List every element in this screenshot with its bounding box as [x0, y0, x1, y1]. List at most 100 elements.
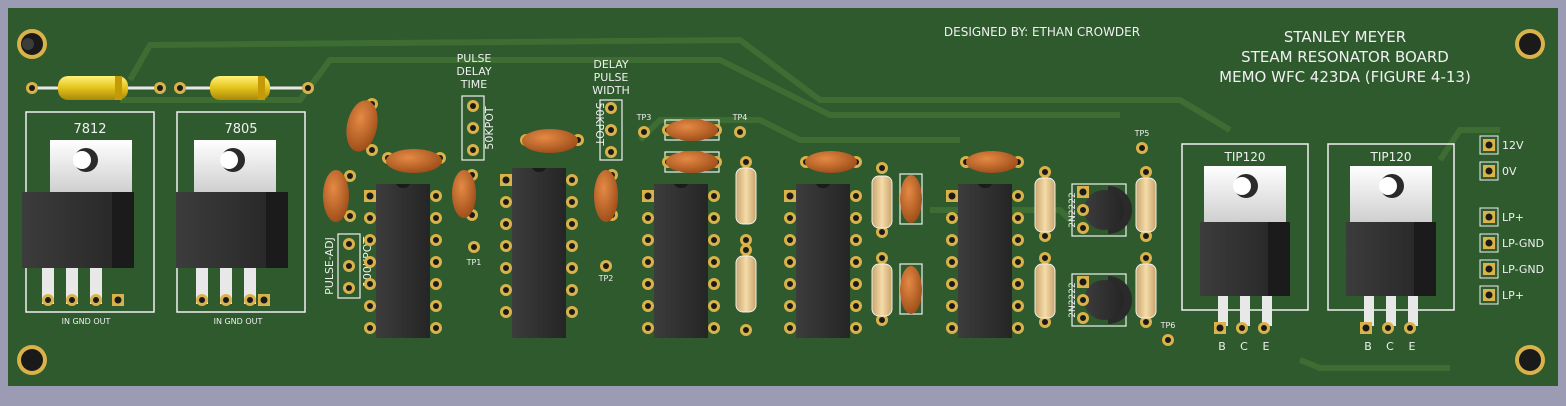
ic-pin	[364, 190, 376, 202]
ic-pin	[566, 174, 578, 186]
ic-pin	[500, 262, 512, 274]
svg-text:C: C	[1240, 340, 1248, 353]
svg-text:TP1: TP1	[466, 258, 482, 267]
ic-pin	[500, 218, 512, 230]
ic-pin	[850, 190, 862, 202]
diode-2	[174, 76, 314, 100]
small-transistor-1-label: 2N2222	[1068, 192, 1078, 227]
ic-pin	[364, 256, 376, 268]
ic-pin	[1012, 256, 1024, 268]
ic-pin	[784, 278, 796, 290]
ic-pin	[784, 256, 796, 268]
ic-pin	[708, 300, 720, 312]
tip120-2-label: TIP120	[1369, 150, 1411, 164]
ic-pin	[642, 190, 654, 202]
ic-pin	[364, 234, 376, 246]
ic-pin	[850, 256, 862, 268]
tp6: TP6	[1160, 321, 1175, 346]
ic-pin	[642, 212, 654, 224]
ic-pin	[708, 256, 720, 268]
ic-pin	[946, 322, 958, 334]
small-transistor-2-label: 2N2222	[1068, 282, 1078, 317]
ic-pin	[850, 300, 862, 312]
pulse-adj-caption: PULSE-ADJ	[323, 237, 336, 295]
ic-pin	[642, 278, 654, 290]
board-title-line-1: STANLEY MEYER	[1284, 28, 1406, 46]
ic-3	[654, 184, 708, 338]
ic-pin	[850, 212, 862, 224]
ic-pin	[566, 196, 578, 208]
ic-pin	[784, 212, 796, 224]
ic-pin	[430, 256, 442, 268]
test-points: TP1 TP2 TP3 TP4 TP5 TP6	[466, 113, 1175, 346]
pulse-delay-caption-1: PULSE	[457, 52, 492, 65]
ic-pin	[566, 218, 578, 230]
ic-pin	[642, 256, 654, 268]
pot-pulse-delay: PULSE DELAY TIME 50KPOT	[456, 52, 496, 161]
board-title-line-3: MEMO WFC 423DA (FIGURE 4-13)	[1219, 68, 1471, 86]
tp2: TP2	[598, 260, 614, 283]
diode-1	[26, 76, 166, 100]
ic-pin	[566, 284, 578, 296]
ic-pin	[708, 322, 720, 334]
pot-pulse-adj: PULSE-ADJ 100KPOT	[323, 233, 374, 299]
ic-pin	[850, 278, 862, 290]
ic-1	[376, 184, 430, 338]
pulse-delay-caption-3: TIME	[460, 78, 487, 91]
ic-pin	[1012, 190, 1024, 202]
ic-pin	[566, 262, 578, 274]
connectors: 12V 0V LP+ LP-GND LP-GND LP+	[1479, 135, 1544, 305]
pot-delay-width: DELAY PULSE WIDTH 50KPOT	[592, 58, 630, 161]
ic-pin	[946, 234, 958, 246]
ic-pin	[784, 322, 796, 334]
ic-pin	[364, 300, 376, 312]
resistors	[735, 156, 1157, 336]
svg-text:TP2: TP2	[598, 274, 614, 283]
delay-width-caption-1: DELAY	[593, 58, 628, 71]
ic-pin	[364, 322, 376, 334]
tip120-1: TIP120 B C E	[1181, 143, 1309, 353]
ic-pin	[566, 240, 578, 252]
regulator-7805-pins: IN GND OUT	[214, 317, 263, 326]
tp1: TP1	[466, 241, 482, 267]
tp4: TP4	[732, 113, 748, 138]
svg-text:B: B	[1364, 340, 1372, 353]
regulator-7805-label: 7805	[224, 122, 257, 137]
ic-pin	[946, 212, 958, 224]
ic-pin	[1012, 212, 1024, 224]
ic-2	[512, 168, 566, 338]
svg-text:0V: 0V	[1502, 165, 1517, 178]
svg-text:TP3: TP3	[636, 113, 652, 122]
regulator-7812-pins: IN GND OUT	[62, 317, 111, 326]
ic-pin	[850, 234, 862, 246]
ic-pin	[430, 322, 442, 334]
ic-pin	[1012, 322, 1024, 334]
ic-pin	[708, 234, 720, 246]
regulator-7812: 7812 IN GND OUT	[22, 111, 155, 326]
ic-4	[796, 184, 850, 338]
ic-pin	[642, 322, 654, 334]
mounting-holes	[17, 29, 1545, 375]
ic-pin	[784, 300, 796, 312]
ic-pin	[784, 190, 796, 202]
ic-pin	[1012, 300, 1024, 312]
ic-pin	[642, 300, 654, 312]
capacitors	[323, 98, 1024, 315]
ic-pin	[946, 278, 958, 290]
svg-text:E: E	[1263, 340, 1270, 353]
svg-text:LP-GND: LP-GND	[1502, 237, 1544, 250]
svg-text:TP4: TP4	[732, 113, 748, 122]
ic-pin	[364, 212, 376, 224]
connector-12v: 12V	[1479, 135, 1524, 155]
ic-pin	[430, 190, 442, 202]
pulse-delay-value: 50KPOT	[483, 106, 496, 150]
ic-pin	[500, 174, 512, 186]
ic-pin	[708, 190, 720, 202]
ic-pin	[946, 300, 958, 312]
ic-pin	[500, 284, 512, 296]
ic-pin	[500, 306, 512, 318]
svg-text:E: E	[1409, 340, 1416, 353]
tip120-1-label: TIP120	[1223, 150, 1265, 164]
